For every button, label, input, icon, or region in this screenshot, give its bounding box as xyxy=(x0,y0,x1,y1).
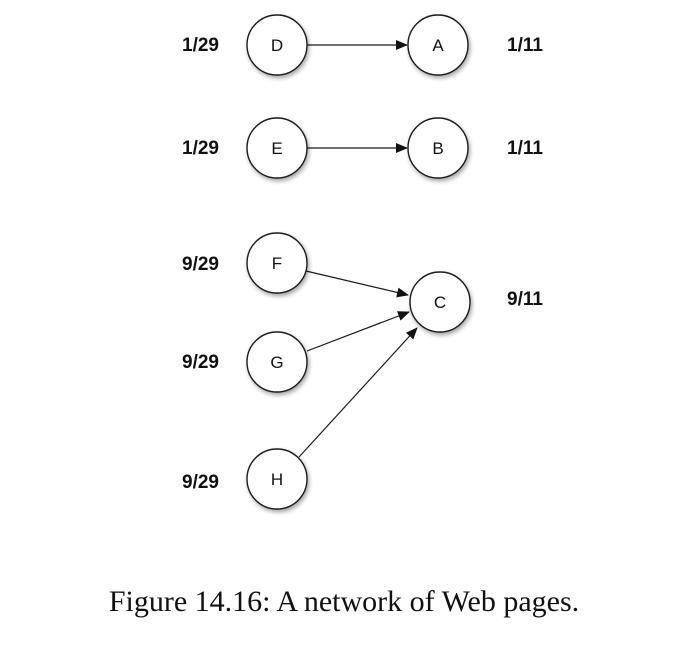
figure-caption: Figure 14.16: A network of Web pages. xyxy=(108,585,580,618)
web-page-network-diagram: D A E B F C G H 1/29 xyxy=(182,14,543,510)
node-a-label: A xyxy=(432,36,444,55)
edge-f-to-c xyxy=(305,270,409,298)
node-h: H xyxy=(246,448,308,510)
score-c: 9/11 xyxy=(507,289,543,310)
node-g-label: G xyxy=(270,353,283,372)
edge-g-to-c xyxy=(306,311,410,352)
node-f: F xyxy=(246,232,308,294)
node-g: G xyxy=(246,331,308,393)
node-b-label: B xyxy=(432,139,443,158)
node-e-label: E xyxy=(271,139,282,158)
score-e: 1/29 xyxy=(182,138,219,159)
score-layer: 1/29 1/11 1/29 1/11 9/29 9/11 9/29 9/29 xyxy=(182,35,543,493)
node-f-label: F xyxy=(272,254,282,273)
edge-layer xyxy=(298,40,418,458)
node-layer: D A E B F C G H xyxy=(246,14,471,510)
node-a: A xyxy=(407,14,469,76)
score-g: 9/29 xyxy=(182,352,219,373)
node-d: D xyxy=(246,14,308,76)
edge-h-to-c xyxy=(298,327,418,458)
score-f: 9/29 xyxy=(182,254,219,275)
score-a: 1/11 xyxy=(507,35,543,56)
score-h: 9/29 xyxy=(182,472,219,493)
node-h-label: H xyxy=(271,470,283,489)
score-d: 1/29 xyxy=(182,35,219,56)
score-b: 1/11 xyxy=(507,138,543,159)
node-c: C xyxy=(409,271,471,333)
node-e: E xyxy=(246,117,308,179)
node-b: B xyxy=(407,117,469,179)
node-c-label: C xyxy=(434,293,446,312)
node-d-label: D xyxy=(271,36,283,55)
